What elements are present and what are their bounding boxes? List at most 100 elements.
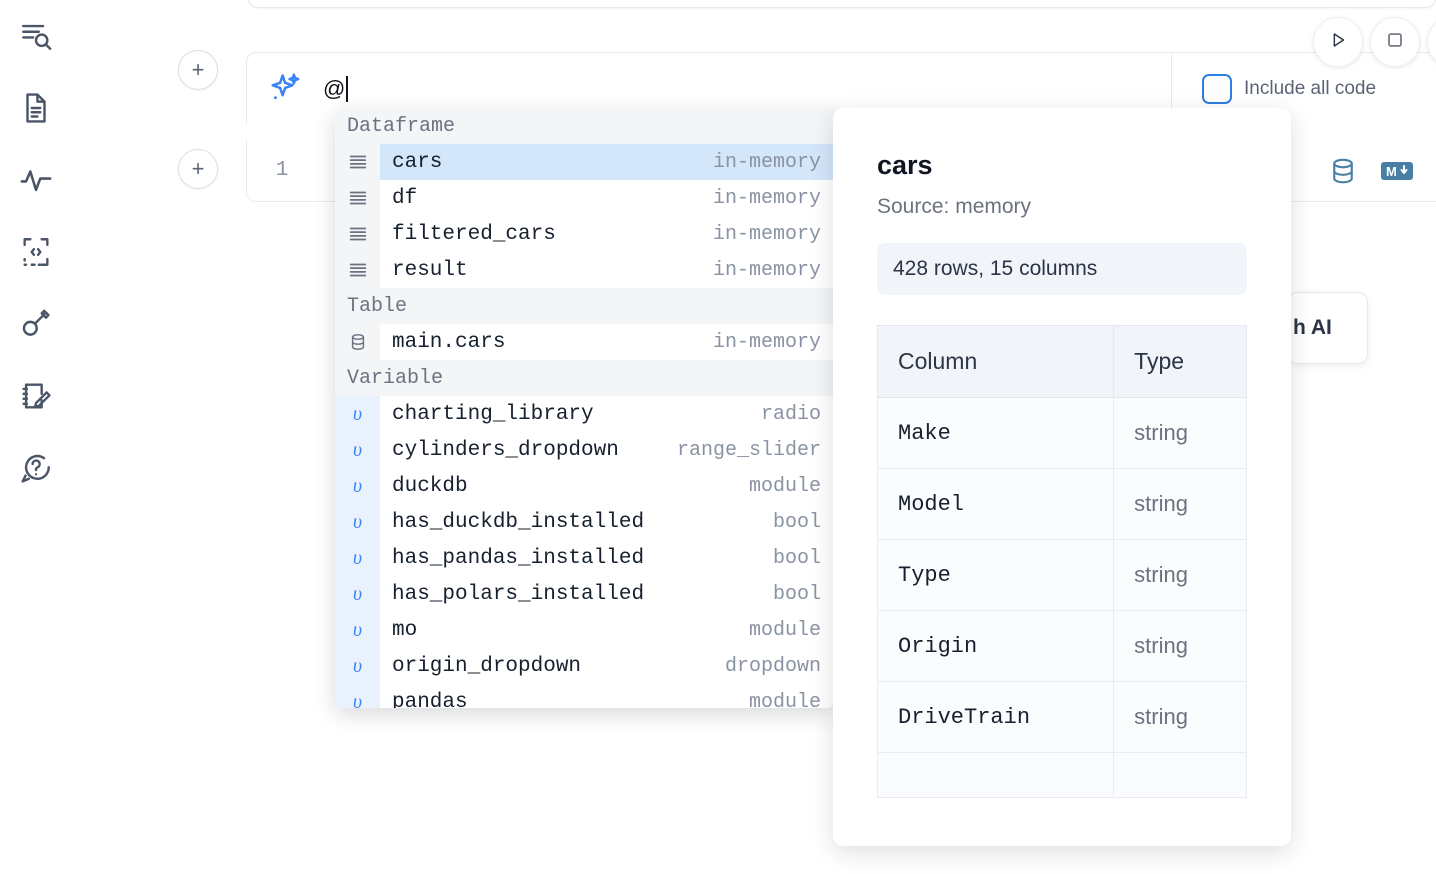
- variable-icon: υ: [335, 504, 380, 540]
- dropdown-item-type: in-memory: [712, 186, 821, 210]
- add-cell-button-bottom[interactable]: +: [178, 149, 218, 189]
- dropdown-item[interactable]: υ origin_dropdown dropdown: [335, 648, 835, 684]
- dropdown-item-body: has_duckdb_installed bool: [380, 504, 835, 540]
- column-header-column: Column: [876, 325, 1115, 398]
- ai-prompt-value: @: [323, 75, 346, 101]
- document-icon: [19, 91, 53, 125]
- sidebar-item-documentation[interactable]: [14, 86, 58, 130]
- dataframe-icon: [335, 216, 380, 252]
- text-caret: [346, 75, 349, 102]
- sidebar-item-scratchpad[interactable]: [14, 374, 58, 418]
- dropdown-item-name: has_duckdb_installed: [392, 510, 645, 534]
- variable-icon: υ: [335, 576, 380, 612]
- dropdown-item-name: origin_dropdown: [392, 654, 582, 678]
- include-all-code-checkbox[interactable]: [1202, 73, 1232, 104]
- plus-icon: +: [191, 57, 205, 82]
- stop-cell-button[interactable]: [1370, 17, 1420, 67]
- column-header-type: Type: [1113, 325, 1247, 398]
- schema-column-name: Make: [876, 397, 1115, 469]
- sidebar-item-explorer[interactable]: [14, 14, 58, 58]
- square-icon: [1384, 29, 1406, 56]
- sparkle-icon: [265, 69, 305, 109]
- dropdown-item-body: origin_dropdown dropdown: [380, 648, 835, 684]
- schema-column-type: string: [1113, 681, 1247, 753]
- dataframe-detail-panel: cars Source: memory 428 rows, 15 columns…: [833, 108, 1291, 846]
- schema-column-name: DriveTrain: [876, 681, 1115, 753]
- dropdown-section-header: Dataframe: [335, 108, 835, 144]
- dropdown-item-name: cars: [392, 150, 443, 174]
- dropdown-item-type: bool: [772, 510, 821, 534]
- key-icon: [19, 307, 53, 341]
- dropdown-item-name: filtered_cars: [392, 222, 556, 246]
- variable-icon: υ: [335, 648, 380, 684]
- notebook-edit-icon: [19, 379, 53, 413]
- detail-title: cars: [877, 150, 933, 180]
- sidebar-item-secrets[interactable]: [14, 302, 58, 346]
- file-search-icon: [19, 19, 53, 53]
- dataframe-icon: [335, 144, 380, 180]
- dropdown-item-name: has_polars_installed: [392, 582, 645, 606]
- plus-icon: +: [191, 156, 205, 181]
- database-icon[interactable]: [1328, 156, 1358, 186]
- variable-icon: υ: [335, 432, 380, 468]
- variable-icon: υ: [335, 468, 380, 504]
- dropdown-item-type: radio: [760, 402, 821, 426]
- dropdown-item-name: has_pandas_installed: [392, 546, 645, 570]
- run-cell-button[interactable]: [1313, 17, 1363, 67]
- generate-with-ai-label: h AI: [1293, 316, 1332, 339]
- sidebar-item-activity[interactable]: [14, 158, 58, 202]
- table-icon: [335, 324, 380, 360]
- variable-icon: υ: [335, 396, 380, 432]
- schema-column-type: string: [1113, 397, 1247, 469]
- table-row: [876, 752, 1247, 798]
- help-chat-icon: [19, 451, 53, 485]
- sidebar-item-snippets[interactable]: [14, 230, 58, 274]
- dropdown-item[interactable]: df in-memory: [335, 180, 835, 216]
- markdown-icon[interactable]: M: [1380, 159, 1414, 183]
- dropdown-item-type: module: [748, 690, 821, 709]
- schema-column-name: Type: [876, 539, 1115, 611]
- include-all-code-label: Include all code: [1244, 77, 1377, 99]
- svg-text:M: M: [1386, 164, 1397, 179]
- schema-column-type: string: [1113, 468, 1247, 540]
- dropdown-item-type: in-memory: [712, 222, 821, 246]
- schema-column-name: [876, 752, 1115, 798]
- ai-prompt-input[interactable]: @: [305, 53, 1171, 124]
- activity-icon: [19, 163, 53, 197]
- dropdown-section-header: Table: [335, 288, 835, 324]
- dropdown-item-name: df: [392, 186, 418, 210]
- dropdown-item-type: dropdown: [724, 654, 821, 678]
- generate-with-ai-card[interactable]: h AI: [1288, 292, 1368, 364]
- dropdown-item-name: main.cars: [392, 330, 506, 354]
- sidebar-item-help[interactable]: [14, 446, 58, 490]
- dropdown-item-body: df in-memory: [380, 180, 835, 216]
- detail-source: Source: memory: [877, 195, 1032, 218]
- add-cell-button-top[interactable]: +: [178, 50, 218, 90]
- dropdown-item[interactable]: υ has_duckdb_installed bool: [335, 504, 835, 540]
- line-number: 1: [275, 159, 289, 182]
- detail-shape-badge: 428 rows, 15 columns: [877, 243, 1247, 295]
- schema-column-name: Model: [876, 468, 1115, 540]
- table-header-row: Column Type: [876, 325, 1247, 398]
- dropdown-item[interactable]: filtered_cars in-memory: [335, 216, 835, 252]
